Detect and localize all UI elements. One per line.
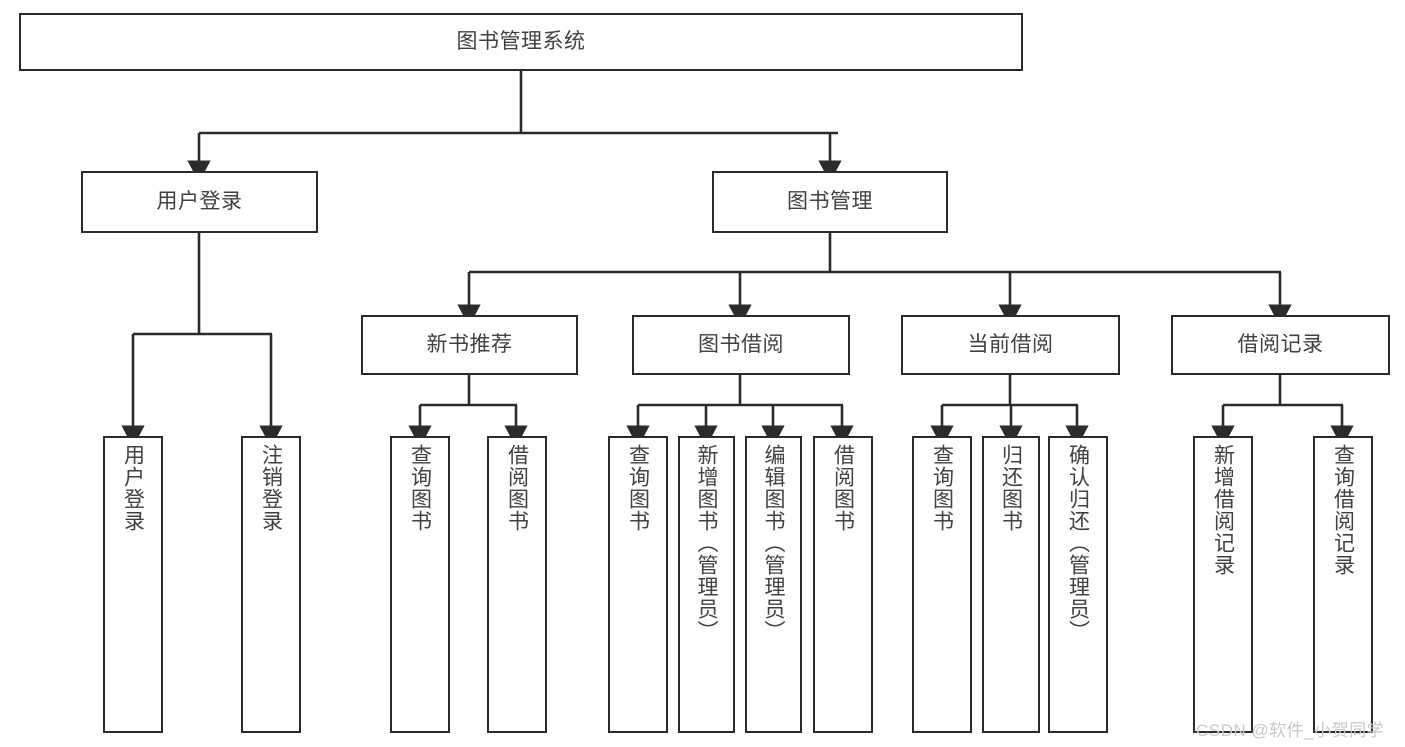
node-new-book-recommend-label: 新书推荐 [426, 333, 513, 357]
node-leaf-query-record[interactable]: 查询借阅记录 [1313, 436, 1373, 733]
node-book-manage-label: 图书管理 [787, 190, 873, 214]
node-borrow-record-label: 借阅记录 [1237, 333, 1324, 357]
node-leaf-query-book-2-label: 查询图书 [626, 444, 650, 532]
node-leaf-add-book-label: 新增图书（管理员） [695, 444, 718, 642]
node-leaf-edit-book-label: 编辑图书（管理员） [762, 444, 785, 642]
node-leaf-confirm-return[interactable]: 确认归还（管理员） [1048, 436, 1108, 733]
node-leaf-add-book[interactable]: 新增图书（管理员） [678, 436, 735, 733]
node-leaf-borrow-book-1-label: 借阅图书 [505, 444, 529, 532]
node-book-borrow[interactable]: 图书借阅 [632, 315, 850, 375]
node-leaf-borrow-book-1[interactable]: 借阅图书 [487, 436, 547, 733]
node-leaf-borrow-book-2-label: 借阅图书 [831, 444, 855, 532]
node-leaf-query-book-2[interactable]: 查询图书 [608, 436, 668, 733]
node-borrow-record[interactable]: 借阅记录 [1171, 315, 1390, 375]
node-book-manage[interactable]: 图书管理 [712, 171, 948, 233]
node-leaf-query-book-1[interactable]: 查询图书 [390, 436, 450, 733]
node-leaf-logout-label: 注销登录 [259, 444, 283, 532]
node-leaf-return-book-label: 归还图书 [999, 444, 1023, 532]
node-leaf-query-book-1-label: 查询图书 [408, 444, 432, 532]
node-root-label: 图书管理系统 [456, 30, 586, 54]
node-leaf-query-record-label: 查询借阅记录 [1331, 444, 1355, 576]
node-current-borrow-label: 当前借阅 [967, 333, 1054, 357]
node-leaf-user-login-label: 用户登录 [121, 444, 145, 532]
node-leaf-confirm-return-label: 确认归还（管理员） [1066, 444, 1090, 642]
node-leaf-add-record[interactable]: 新增借阅记录 [1193, 436, 1253, 733]
node-leaf-query-book-3[interactable]: 查询图书 [912, 436, 972, 733]
node-leaf-edit-book[interactable]: 编辑图书（管理员） [745, 436, 802, 733]
node-root[interactable]: 图书管理系统 [19, 13, 1023, 71]
node-leaf-query-book-3-label: 查询图书 [930, 444, 954, 532]
node-user-login-label: 用户登录 [156, 190, 243, 214]
node-leaf-return-book[interactable]: 归还图书 [982, 436, 1040, 733]
node-current-borrow[interactable]: 当前借阅 [901, 315, 1120, 375]
node-leaf-user-login[interactable]: 用户登录 [103, 436, 163, 733]
node-user-login[interactable]: 用户登录 [81, 171, 318, 233]
csdn-watermark: CSDN @软件_小贺同学 [1196, 721, 1385, 740]
node-leaf-add-record-label: 新增借阅记录 [1211, 444, 1235, 576]
node-leaf-borrow-book-2[interactable]: 借阅图书 [813, 436, 873, 733]
node-new-book-recommend[interactable]: 新书推荐 [361, 315, 578, 375]
node-leaf-logout[interactable]: 注销登录 [241, 436, 301, 733]
node-book-borrow-label: 图书借阅 [698, 333, 784, 357]
